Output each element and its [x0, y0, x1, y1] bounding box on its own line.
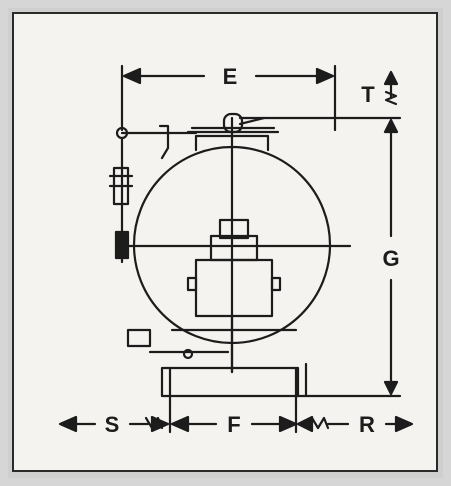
top-lever	[238, 116, 266, 126]
label-g: G	[382, 246, 399, 271]
dimension-f-arrow-left	[170, 415, 190, 433]
lower-gauge-fitting	[114, 230, 130, 260]
dimension-g-arrow-down	[383, 380, 399, 396]
dimension-s-arrow-right	[150, 415, 170, 433]
label-s: S	[105, 412, 120, 437]
label-f: F	[227, 412, 240, 437]
control-box	[126, 328, 152, 348]
dimension-r-break-mark	[310, 416, 330, 430]
bottom-pipe-valve	[182, 348, 194, 360]
pump-left-port	[186, 276, 198, 292]
label-e: E	[223, 64, 238, 89]
label-r: R	[359, 412, 375, 437]
skid-base	[160, 366, 300, 398]
dimension-f-arrow-right	[278, 415, 298, 433]
top-dome	[194, 134, 270, 152]
dimension-t-arrow-up	[383, 70, 399, 86]
dimension-e-arrow-right	[315, 67, 335, 85]
pump-right-port	[270, 276, 282, 292]
pump-neck	[209, 234, 259, 262]
dimension-r-arrow-left	[296, 415, 314, 433]
pump-stem	[218, 218, 250, 240]
dimension-g-arrow-up	[383, 118, 399, 134]
dimension-t-break-mark	[384, 90, 398, 106]
label-t: T	[361, 82, 375, 107]
pump-housing	[194, 258, 274, 318]
dimension-s-arrow-left	[58, 415, 78, 433]
hook-fitting	[158, 124, 170, 160]
dimension-e-arrow-left	[122, 67, 142, 85]
dimension-r-arrow-right	[394, 415, 414, 433]
